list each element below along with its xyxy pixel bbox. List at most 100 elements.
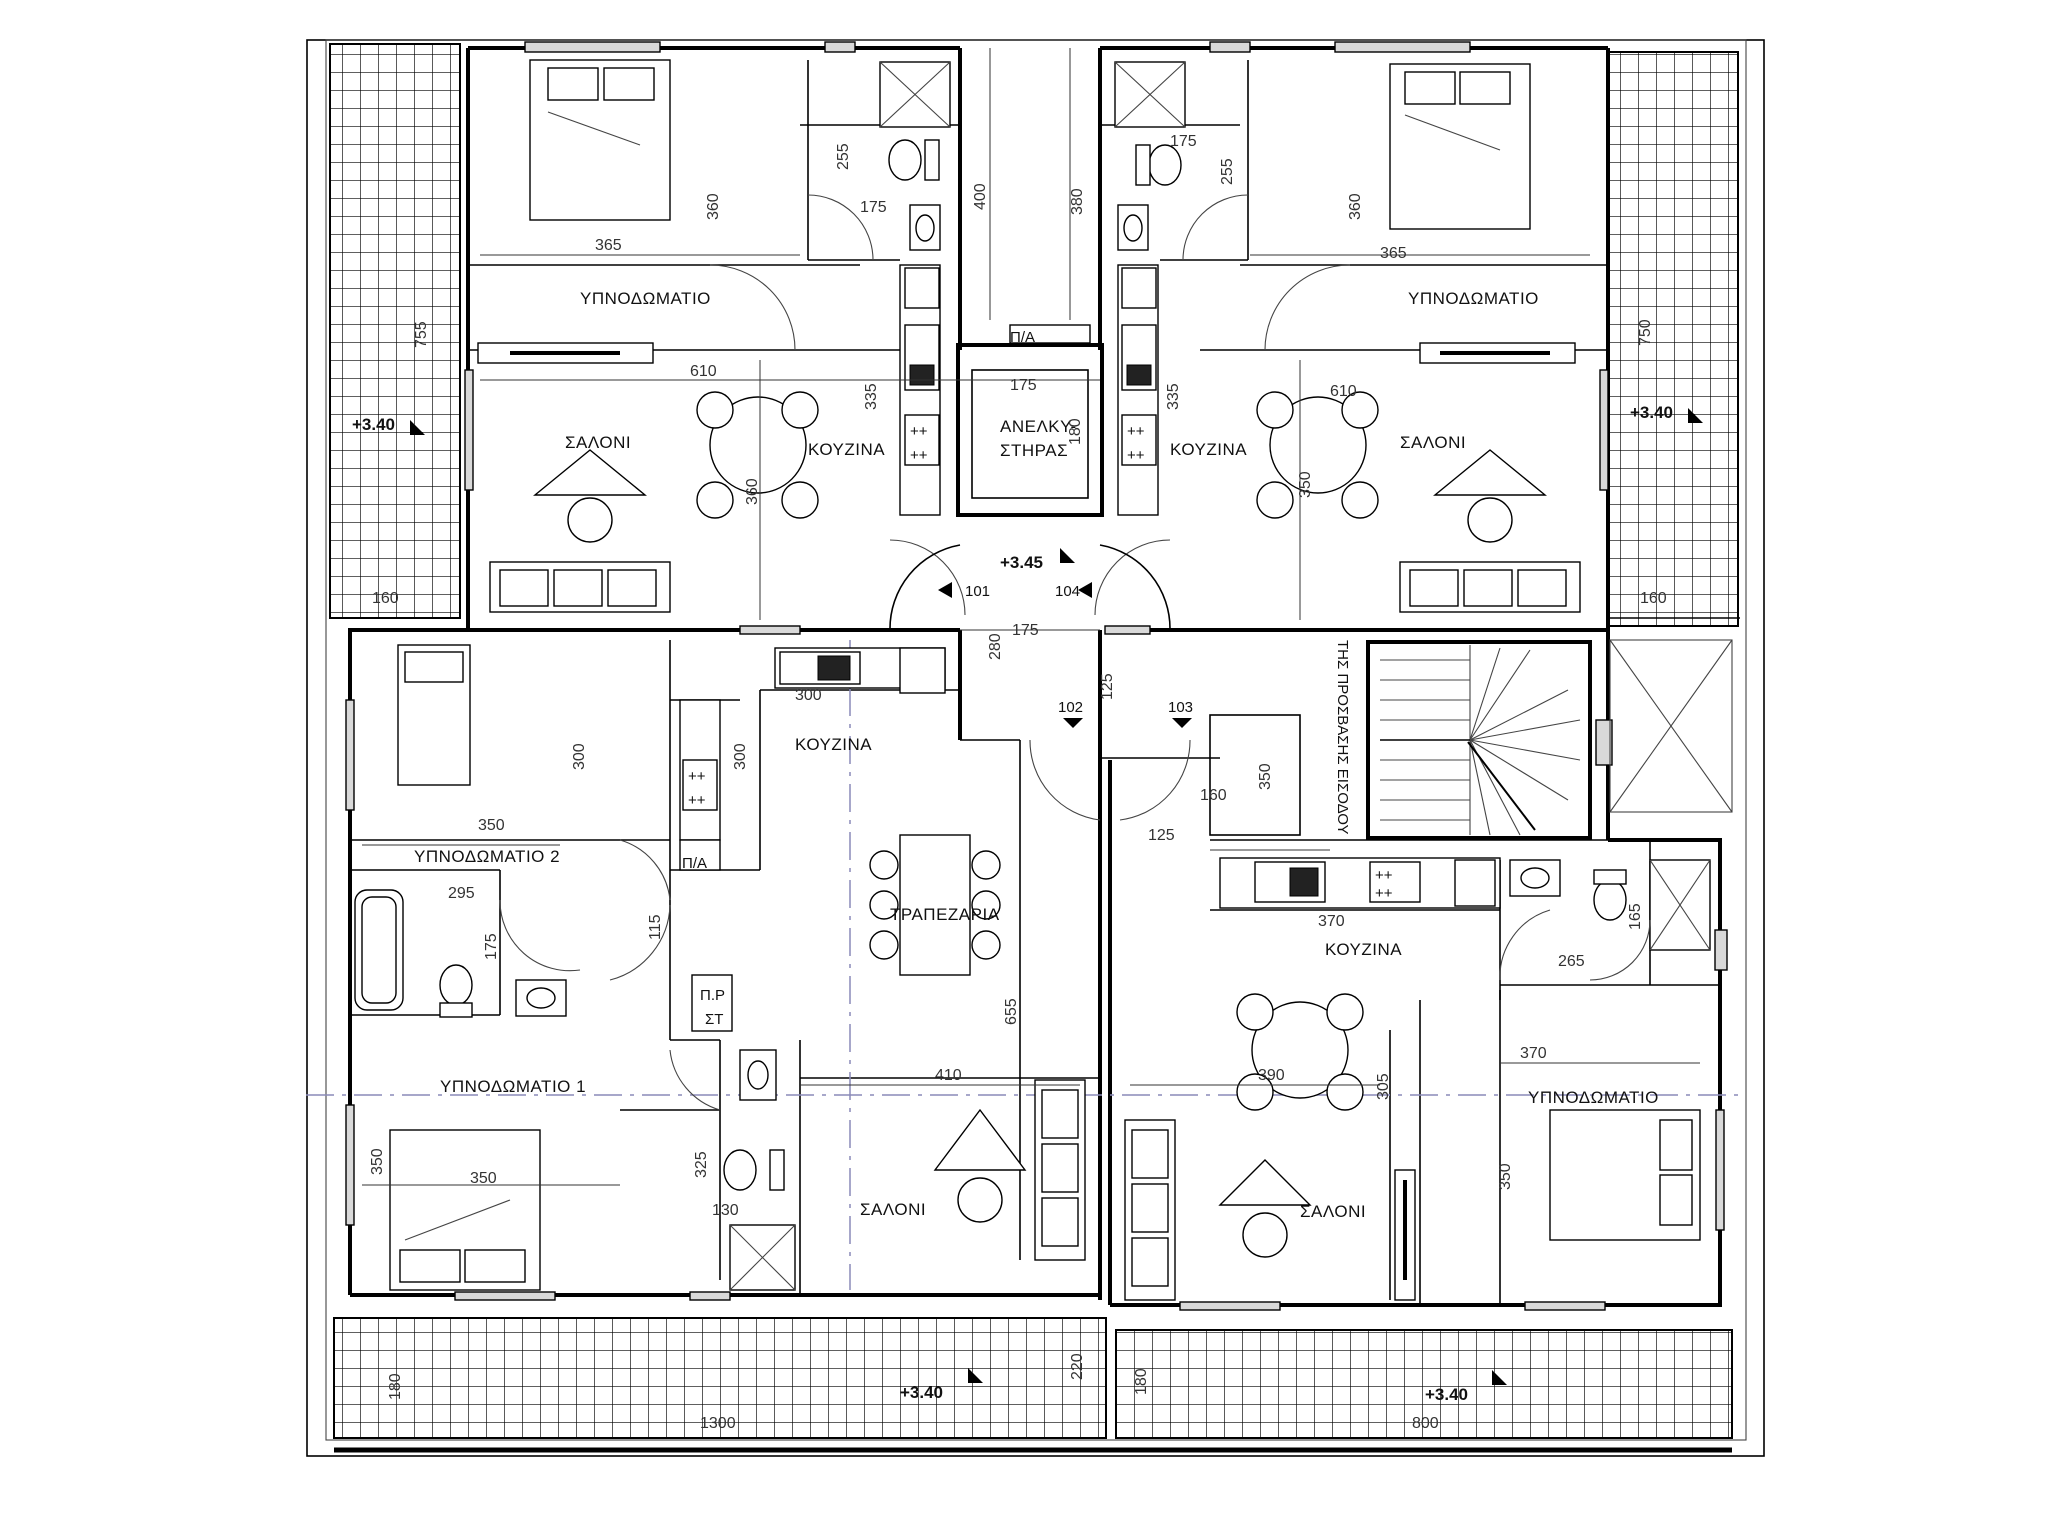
dim-text: 175 — [1170, 133, 1197, 150]
room-label-kitchen-tr: ΚΟΥΖΙΝΑ — [1170, 440, 1247, 459]
dim-text: 350 — [470, 1170, 497, 1187]
room-label-bedroom-tr: ΥΠΝΟΔΩΜΑΤΙΟ — [1408, 289, 1539, 308]
toilet-icon — [439, 139, 1627, 1191]
hob-icon: ++++ ++++ ++++ ++++ — [682, 414, 1421, 903]
dim-text: 360 — [1347, 193, 1364, 220]
dim-text: 300 — [732, 743, 749, 770]
room-label-living-tl: ΣΑΛΟΝΙ — [565, 433, 631, 452]
level-marker-icon — [410, 408, 1703, 1385]
dim-text: 165 — [1627, 903, 1644, 930]
svg-text:++: ++ — [688, 768, 706, 785]
dim-text: 160 — [1640, 590, 1667, 607]
dim-text: 175 — [1010, 377, 1037, 394]
dim-text: 160 — [372, 590, 399, 607]
wardrobe-icon — [477, 342, 1576, 1301]
unit-label-101: 101 — [965, 583, 990, 600]
dim-text: 180 — [1067, 418, 1084, 445]
room-label-kitchen-bl: ΚΟΥΖΙΝΑ — [795, 735, 872, 754]
dim-text: 175 — [1012, 622, 1039, 639]
balcony-bottom-right — [1115, 1329, 1733, 1439]
room-label-kitchen-br: ΚΟΥΖΙΝΑ — [1325, 940, 1402, 959]
sofa-icon — [1124, 1119, 1176, 1301]
room-label-living-br: ΣΑΛΟΝΙ — [1300, 1202, 1366, 1221]
level-label-tl: +3.40 — [352, 415, 395, 434]
level-label-center: +3.45 — [1000, 553, 1043, 572]
dim-text: 160 — [1200, 787, 1227, 804]
dim-text: 350 — [1257, 763, 1274, 790]
bed-icon — [529, 59, 671, 221]
sofa-icon — [1399, 561, 1581, 613]
bathtub-icon — [354, 889, 404, 1011]
dim-text: 370 — [1520, 1045, 1547, 1062]
room-label-dining: ΤΡΑΠΕΖΑΡΙΑ — [890, 905, 1000, 924]
sofa-icon — [489, 561, 671, 613]
svg-text:++: ++ — [1375, 885, 1393, 902]
dim-text: 350 — [1497, 1163, 1514, 1190]
dim-text: 390 — [1258, 1067, 1285, 1084]
dim-text: 115 — [647, 914, 664, 940]
dim-text: 380 — [1069, 188, 1086, 215]
svg-text:++: ++ — [910, 447, 928, 464]
dim-text: 750 — [1637, 319, 1654, 346]
dim-text: 335 — [863, 383, 880, 410]
building-outline — [306, 39, 1765, 1457]
windows — [345, 41, 1728, 1311]
bed-icon — [389, 1129, 541, 1291]
dim-text: 800 — [1412, 1415, 1439, 1432]
dim-text: 360 — [744, 478, 761, 505]
shower-icon — [729, 61, 1711, 1291]
dim-text: 755 — [413, 321, 430, 348]
fridge-icon — [899, 267, 1496, 907]
room-label-lift-1: ΑΝΕΛΚΥ- — [1000, 417, 1077, 436]
dim-text: 265 — [1558, 953, 1585, 970]
svg-text:++: ++ — [1127, 447, 1145, 464]
axis-lines — [306, 640, 1740, 1290]
dim-text: 350 — [369, 1148, 386, 1175]
svg-text:++: ++ — [910, 423, 928, 440]
room-label-bedroom-2: ΥΠΝΟΔΩΜΑΤΙΟ 2 — [414, 847, 560, 866]
room-label-bedroom-tl: ΥΠΝΟΔΩΜΑΤΙΟ — [580, 289, 711, 308]
dim-text: 370 — [1318, 913, 1345, 930]
room-label-lift-2: ΣΤΗΡΑΣ — [1000, 441, 1068, 460]
wm-label-left: Π/Α — [682, 855, 707, 872]
dim-text: 655 — [1003, 998, 1020, 1025]
dim-text: 610 — [1330, 383, 1357, 400]
laundry-label-2: ΣΤ — [705, 1011, 723, 1028]
balcony-left — [329, 43, 461, 619]
void-cross — [1609, 639, 1733, 813]
svg-text:++: ++ — [1375, 867, 1393, 884]
entrance-arc — [889, 544, 1171, 631]
dim-text: 180 — [387, 1373, 404, 1400]
dim-text: 1300 — [700, 1415, 736, 1432]
dim-text: 365 — [1380, 245, 1407, 262]
dim-text: 610 — [690, 363, 717, 380]
dim-text: 280 — [987, 633, 1004, 660]
bed-icon — [1389, 63, 1531, 230]
dim-text: 130 — [712, 1202, 739, 1219]
washbasin-icon — [515, 204, 1561, 1101]
dim-text: 300 — [571, 743, 588, 770]
room-label-bedroom-1: ΥΠΝΟΔΩΜΑΤΙΟ 1 — [440, 1077, 586, 1096]
unit-label-103: 103 — [1168, 699, 1193, 716]
dim-text: 175 — [860, 199, 887, 216]
dim-text: 350 — [478, 817, 505, 834]
dim-text: 255 — [835, 143, 852, 170]
dim-text: 305 — [1375, 1073, 1392, 1100]
svg-text:++: ++ — [688, 792, 706, 809]
balcony-right — [1607, 51, 1739, 627]
laundry-label-1: Π.Ρ — [700, 987, 725, 1004]
dim-text: 175 — [483, 933, 500, 960]
dim-text: 220 — [1069, 1353, 1086, 1380]
unit-arrow-icon — [938, 582, 1192, 728]
svg-text:++: ++ — [1127, 423, 1145, 440]
level-label-tr: +3.40 — [1630, 403, 1673, 422]
dim-text: 300 — [795, 687, 822, 704]
dim-text: 125 — [1148, 827, 1175, 844]
dim-text: 410 — [935, 1067, 962, 1084]
dimension-lines — [362, 254, 1700, 1186]
dim-text: 400 — [972, 183, 989, 210]
dim-text: 180 — [1133, 1368, 1150, 1395]
single-bed-icon — [397, 644, 471, 786]
level-label-br: +3.40 — [1425, 1385, 1468, 1404]
dim-text: 325 — [693, 1151, 710, 1178]
